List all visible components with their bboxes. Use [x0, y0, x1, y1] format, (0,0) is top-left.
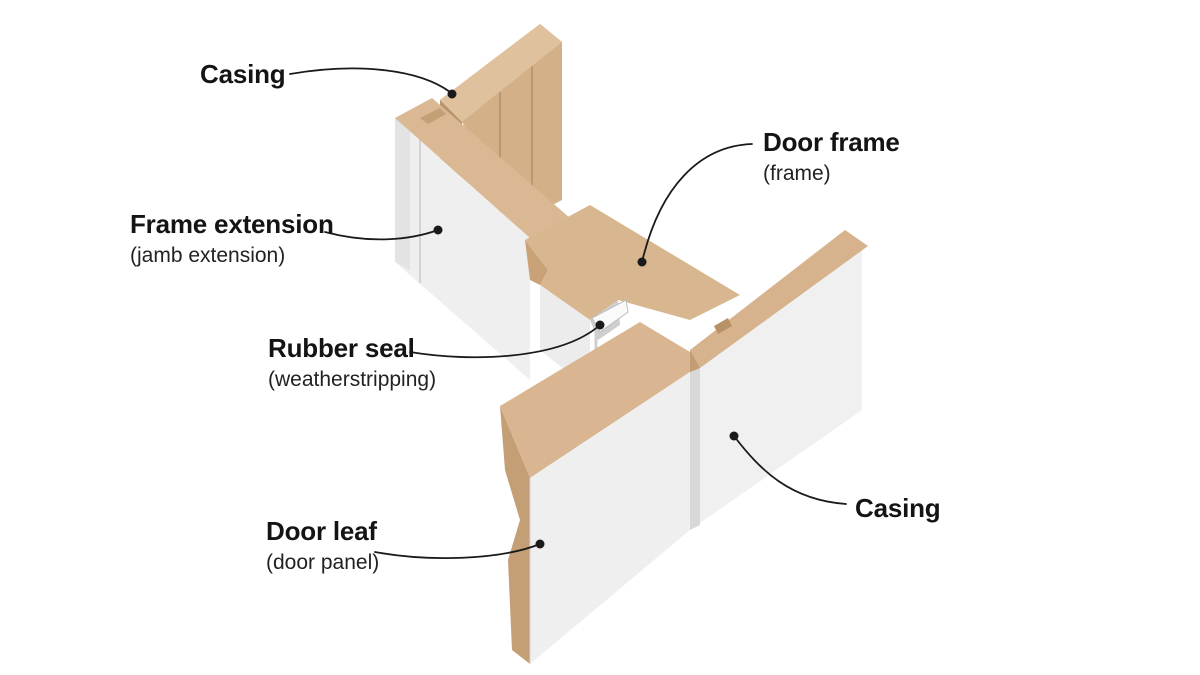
- door-leaf-illustration: [500, 322, 690, 664]
- label-door-leaf-title: Door leaf: [266, 516, 377, 546]
- leader-dot-frame-extension: [433, 225, 443, 235]
- label-casing-right: Casing: [855, 493, 941, 524]
- label-casing-right-title: Casing: [855, 493, 941, 523]
- label-frame-extension-title: Frame extension: [130, 209, 334, 239]
- label-rubber-seal-title: Rubber seal: [268, 333, 415, 363]
- leader-line-door-leaf: [374, 543, 541, 559]
- leader-line-casing-right: [733, 435, 847, 505]
- label-door-frame-subtitle: (frame): [763, 161, 831, 185]
- right-casing-illustration: [690, 230, 868, 530]
- label-rubber-seal: Rubber seal (weatherstripping): [268, 333, 437, 392]
- leader-dot-door-leaf: [535, 539, 545, 549]
- leader-dot-door-frame: [637, 257, 647, 267]
- leader-line-door-frame: [641, 143, 753, 263]
- leader-line-rubber-seal: [409, 324, 601, 359]
- leader-dot-casing-right: [729, 431, 739, 441]
- label-door-leaf-subtitle: (door panel): [266, 550, 380, 574]
- label-door-frame: Door frame (frame): [763, 127, 900, 186]
- label-rubber-seal-subtitle: (weatherstripping): [268, 367, 437, 391]
- label-frame-extension-subtitle: (jamb extension): [130, 243, 286, 267]
- label-door-leaf: Door leaf (door panel): [266, 516, 380, 575]
- leader-line-casing-top: [289, 67, 451, 93]
- label-frame-extension: Frame extension (jamb extension): [130, 209, 334, 268]
- leader-dot-casing-top: [447, 89, 457, 99]
- label-door-frame-title: Door frame: [763, 127, 900, 157]
- frame-extension-illustration: [395, 98, 570, 380]
- label-casing-top-title: Casing: [200, 59, 286, 89]
- leader-line-frame-extension: [324, 229, 439, 241]
- label-casing-top: Casing: [200, 59, 286, 90]
- leader-dot-rubber-seal: [595, 320, 605, 330]
